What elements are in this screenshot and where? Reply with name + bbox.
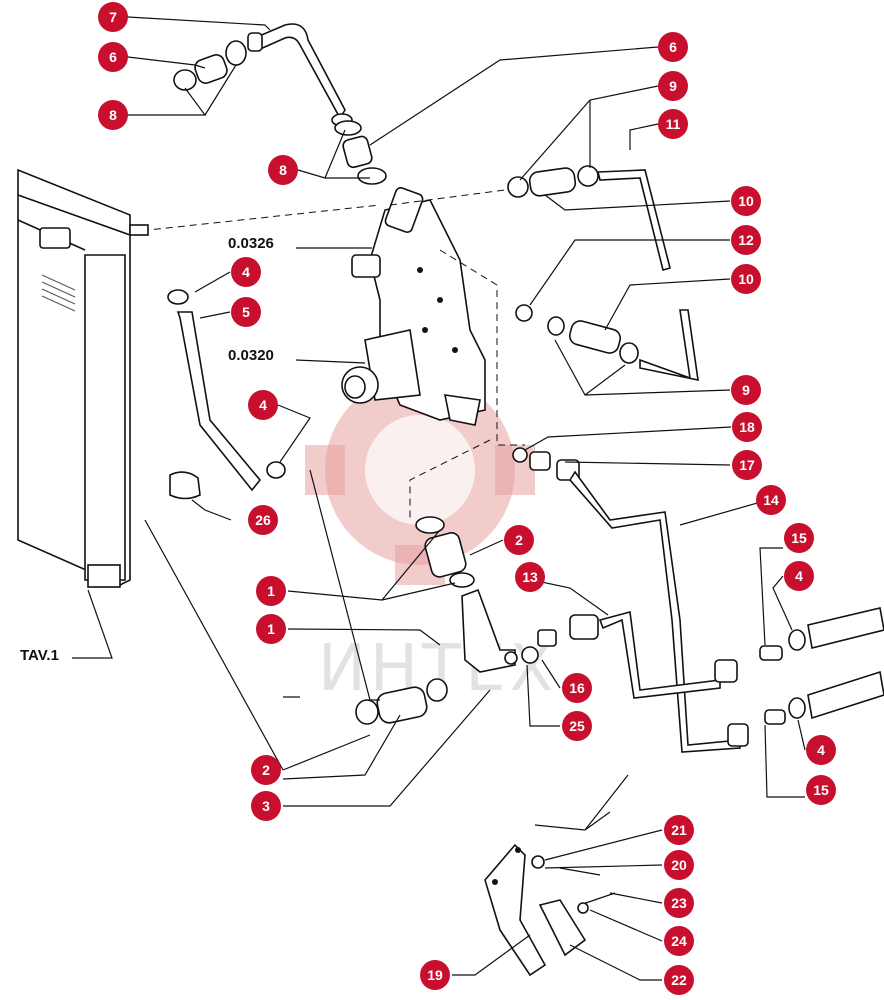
callout-5: 5 (231, 297, 261, 327)
callout-25: 25 (562, 711, 592, 741)
svg-text:4: 4 (242, 264, 250, 280)
code-lower: 0.0320 (228, 347, 274, 364)
svg-text:1: 1 (267, 621, 275, 637)
left-hose (167, 289, 286, 500)
code-upper: 0.0326 (228, 235, 274, 252)
svg-text:24: 24 (671, 933, 687, 949)
top-clamps (173, 40, 247, 91)
callout-20: 20 (664, 850, 694, 880)
callout-11: 11 (658, 109, 688, 139)
svg-text:23: 23 (671, 895, 687, 911)
svg-text:4: 4 (259, 397, 267, 413)
callout-1: 1 (256, 576, 286, 606)
svg-text:26: 26 (255, 512, 271, 528)
svg-text:21: 21 (671, 822, 687, 838)
callout-8: 8 (268, 155, 298, 185)
svg-text:3: 3 (262, 798, 270, 814)
svg-text:6: 6 (669, 39, 677, 55)
svg-text:13: 13 (522, 569, 538, 585)
callout-6: 6 (658, 32, 688, 62)
callout-6: 6 (98, 42, 128, 72)
callout-2: 2 (504, 525, 534, 555)
svg-text:9: 9 (742, 382, 750, 398)
svg-text:20: 20 (671, 857, 687, 873)
callout-9: 9 (658, 71, 688, 101)
svg-text:4: 4 (795, 568, 803, 584)
callout-10: 10 (731, 264, 761, 294)
svg-text:10: 10 (738, 271, 754, 287)
svg-text:4: 4 (817, 742, 825, 758)
svg-text:11: 11 (666, 116, 681, 132)
callout-12: 12 (731, 225, 761, 255)
callout-4: 4 (784, 561, 814, 591)
central-lower-fittings (355, 516, 518, 725)
callout-19: 19 (420, 960, 450, 990)
right-pipes (512, 447, 749, 753)
callout-4: 4 (248, 390, 278, 420)
svg-text:1: 1 (267, 583, 275, 599)
svg-text:2: 2 (262, 762, 270, 778)
callout-26: 26 (248, 505, 278, 535)
callout-4: 4 (231, 257, 261, 287)
svg-text:8: 8 (109, 107, 117, 123)
table-ref: TAV.1 (20, 647, 59, 664)
callout-13: 13 (515, 562, 545, 592)
svg-text:10: 10 (738, 193, 754, 209)
water-pump (341, 187, 486, 426)
callout-23: 23 (664, 888, 694, 918)
callout-18: 18 (732, 412, 762, 442)
svg-text:15: 15 (791, 530, 807, 546)
callout-2: 2 (251, 755, 281, 785)
top-hose (247, 23, 387, 185)
callout-4: 4 (806, 735, 836, 765)
callout-7: 7 (98, 2, 128, 32)
callout-14: 14 (756, 485, 786, 515)
svg-text:12: 12 (738, 232, 754, 248)
svg-text:17: 17 (739, 457, 755, 473)
radiator (17, 168, 381, 588)
callout-17: 17 (732, 450, 762, 480)
callout-10: 10 (731, 186, 761, 216)
svg-text:19: 19 (427, 967, 443, 983)
svg-text:22: 22 (671, 972, 687, 988)
right-upper-fittings (507, 165, 699, 382)
bracket-assembly (484, 843, 616, 977)
svg-text:2: 2 (515, 532, 523, 548)
callout-3: 3 (251, 791, 281, 821)
svg-text:8: 8 (279, 162, 287, 178)
svg-text:6: 6 (109, 49, 117, 65)
svg-text:5: 5 (242, 304, 250, 320)
callout-15: 15 (806, 775, 836, 805)
svg-text:16: 16 (569, 680, 585, 696)
right-hoses (759, 607, 884, 725)
callout-22: 22 (664, 965, 694, 995)
svg-text:18: 18 (739, 419, 755, 435)
svg-text:25: 25 (569, 718, 585, 734)
callout-21: 21 (664, 815, 694, 845)
leader-lines (127, 16, 806, 981)
callout-9: 9 (731, 375, 761, 405)
callout-1: 1 (256, 614, 286, 644)
callout-8: 8 (98, 100, 128, 130)
svg-text:9: 9 (669, 78, 677, 94)
svg-text:7: 7 (109, 9, 117, 25)
svg-text:15: 15 (813, 782, 829, 798)
callout-16: 16 (562, 673, 592, 703)
callout-15: 15 (784, 523, 814, 553)
callout-24: 24 (664, 926, 694, 956)
svg-text:14: 14 (763, 492, 779, 508)
